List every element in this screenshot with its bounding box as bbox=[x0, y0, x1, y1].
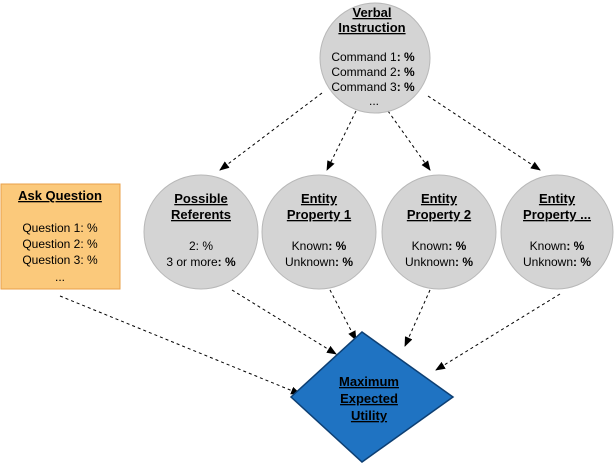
arrow-property-1-to-meu bbox=[329, 289, 357, 341]
property-1-known-text: Known: % bbox=[292, 239, 347, 253]
arrow-verbal-to-referents bbox=[219, 92, 323, 171]
entity-property-more-node: Entity Property ... Known: % Unknown: % bbox=[500, 174, 614, 290]
command-ellipsis: ... bbox=[369, 94, 379, 108]
maximum-expected-utility-diamond bbox=[289, 331, 455, 463]
verbal-instruction-circle bbox=[319, 2, 431, 114]
arrow-ask-to-meu bbox=[59, 295, 301, 395]
arrow-verbal-to-property-2 bbox=[387, 110, 431, 171]
command-2-text: Command 2: % bbox=[331, 65, 415, 79]
arrow-verbal-to-property-1 bbox=[326, 110, 357, 171]
question-2-text: Question 2: % bbox=[22, 237, 98, 251]
possible-referents-title-2: Referents bbox=[171, 207, 231, 222]
arrow-property-2-to-meu bbox=[404, 289, 431, 347]
entity-property-more-circle bbox=[500, 174, 614, 290]
arrow-verbal-to-property-3 bbox=[427, 95, 541, 171]
entity-property-1-node: Entity Property 1 Known: % Unknown: % bbox=[261, 174, 377, 290]
verbal-instruction-title-2: Instruction bbox=[338, 20, 405, 35]
arrows bbox=[59, 92, 561, 395]
arrow-referents-to-meu bbox=[231, 289, 337, 355]
possible-referents-circle bbox=[143, 174, 259, 290]
possible-referents-node: Possible Referents 2: % 3 or more: % bbox=[143, 174, 259, 290]
arrow-property-3-to-meu bbox=[435, 293, 561, 371]
command-1-text: Command 1: % bbox=[331, 50, 415, 64]
entity-property-1-circle bbox=[261, 174, 377, 290]
entity-property-2-title-2: Property 2 bbox=[407, 207, 471, 222]
entity-property-1-title-1: Entity bbox=[301, 191, 338, 206]
command-3-text: Command 3: % bbox=[331, 80, 415, 94]
referents-two-text: 2: % bbox=[189, 239, 213, 253]
question-1-text: Question 1: % bbox=[22, 221, 98, 235]
question-ellipsis: ... bbox=[55, 270, 65, 284]
entity-property-1-title-2: Property 1 bbox=[287, 207, 351, 222]
meu-line-2: Expected bbox=[340, 391, 398, 406]
ask-question-node: Ask Question Question 1: % Question 2: %… bbox=[0, 183, 121, 290]
entity-property-2-title-1: Entity bbox=[421, 191, 458, 206]
ask-question-title: Ask Question bbox=[18, 188, 102, 203]
property-more-unknown-text: Unknown: % bbox=[523, 255, 591, 269]
entity-property-2-circle bbox=[381, 174, 497, 290]
entity-property-more-title-1: Entity bbox=[539, 191, 576, 206]
property-2-known-text: Known: % bbox=[412, 239, 467, 253]
question-3-text: Question 3: % bbox=[22, 253, 98, 267]
maximum-expected-utility-node: Maximum Expected Utility bbox=[289, 331, 455, 463]
meu-line-3: Utility bbox=[351, 408, 388, 423]
property-more-known-text: Known: % bbox=[530, 239, 585, 253]
property-1-unknown-text: Unknown: % bbox=[285, 255, 353, 269]
verbal-instruction-node: Verbal Instruction Command 1: % Command … bbox=[319, 2, 431, 114]
property-2-unknown-text: Unknown: % bbox=[405, 255, 473, 269]
verbal-instruction-title-1: Verbal bbox=[352, 5, 391, 20]
referents-three-or-more-text: 3 or more: % bbox=[166, 255, 236, 269]
meu-line-1: Maximum bbox=[339, 374, 399, 389]
entity-property-more-title-2: Property ... bbox=[523, 207, 591, 222]
ask-question-box bbox=[0, 183, 121, 290]
possible-referents-title-1: Possible bbox=[174, 191, 227, 206]
entity-property-2-node: Entity Property 2 Known: % Unknown: % bbox=[381, 174, 497, 290]
